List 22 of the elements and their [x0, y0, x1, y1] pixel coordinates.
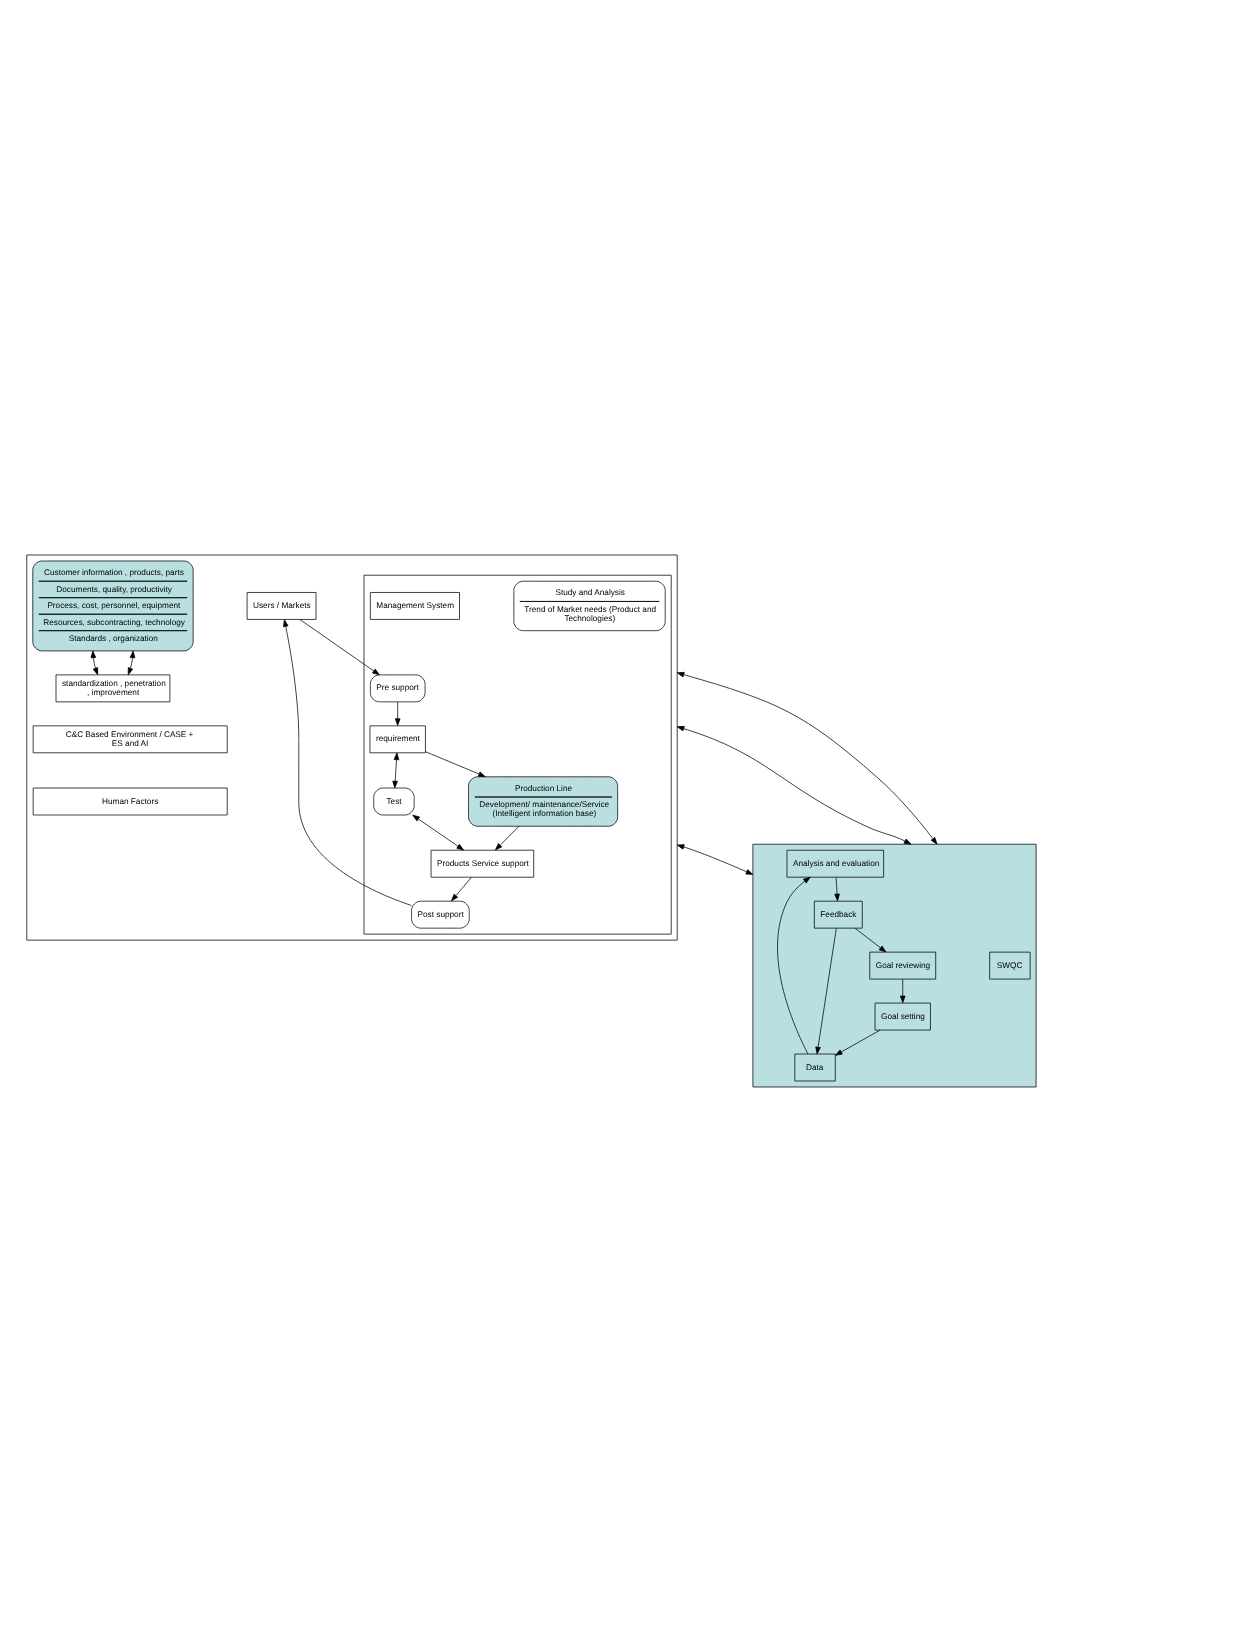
arrow	[127, 649, 136, 675]
arrow	[90, 649, 99, 675]
arrow	[283, 618, 412, 905]
arrow	[425, 750, 486, 777]
arrow	[495, 824, 520, 850]
cluster	[363, 573, 672, 934]
arrow	[854, 927, 887, 952]
arrow	[777, 875, 811, 1054]
arrow	[392, 751, 400, 788]
cluster	[752, 842, 1037, 1087]
arrow	[676, 670, 938, 844]
arrow	[834, 876, 840, 901]
arrow	[676, 724, 912, 844]
arrow	[299, 618, 380, 675]
arrow	[412, 813, 465, 850]
arrow	[394, 700, 401, 725]
arrow	[900, 978, 906, 1003]
arrow	[815, 926, 837, 1054]
arrow	[451, 876, 472, 901]
arrow	[676, 843, 754, 874]
cluster	[26, 553, 678, 940]
arrow	[835, 1028, 881, 1055]
